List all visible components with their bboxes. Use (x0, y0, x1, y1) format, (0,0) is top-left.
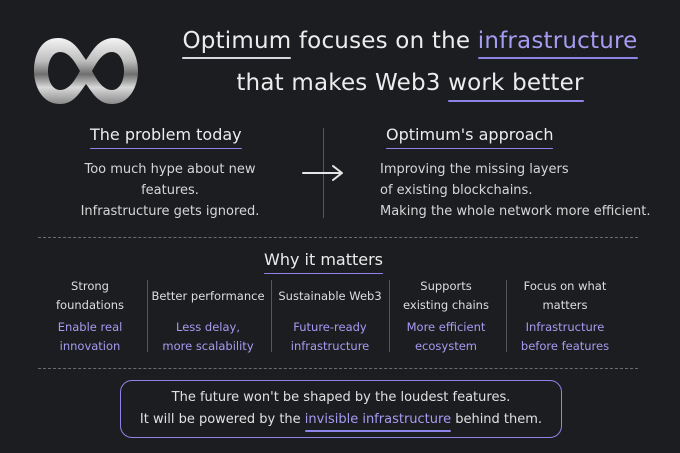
why-title: Why it matters (264, 250, 384, 274)
dashed-divider-bottom (38, 368, 638, 369)
why-item-label: Focus on what matters (505, 277, 625, 315)
column-divider (506, 280, 507, 352)
closing-highlight: invisible infrastructure (304, 412, 452, 432)
column-divider (389, 280, 390, 352)
why-item-sub: Future-ready infrastructure (270, 318, 390, 356)
why-sub-line: ecosystem (414, 339, 477, 353)
why-label-line: foundations (55, 298, 125, 312)
headline-brand: Optimum (182, 28, 292, 59)
why-item-better-performance: Better performance Less delay, more scal… (148, 277, 268, 353)
why-sub-line: Less delay, (176, 320, 240, 334)
closing-line-1: The future won't be shaped by the loudes… (171, 390, 511, 405)
why-label-line: Strong (71, 279, 109, 293)
why-sub-line: Future-ready (293, 320, 367, 334)
closing-box (120, 380, 562, 438)
why-item-sub: Less delay, more scalability (148, 318, 268, 356)
headline-mid: focuses on the (291, 28, 478, 54)
why-label-line: matters (542, 298, 588, 312)
headline-line-1: Optimum focuses on the infrastructure (150, 28, 670, 59)
why-sub-line: before features (520, 339, 610, 353)
closing-line-2: It will be powered by the invisible infr… (120, 412, 562, 432)
approach-line-2: of existing blockchains. (380, 183, 533, 198)
why-label-line: Focus on what (523, 279, 607, 293)
why-label-line: Supports (420, 279, 472, 293)
approach-title: Optimum's approach (386, 125, 554, 149)
headline-infrastructure: infrastructure (477, 28, 638, 59)
why-item-focus: Focus on what matters Infrastructure bef… (505, 277, 625, 353)
why-sub-line: Enable real (57, 320, 123, 334)
why-sub-line: innovation (59, 339, 121, 353)
why-label-line: Sustainable Web3 (278, 289, 382, 303)
why-item-label: Sustainable Web3 (270, 277, 390, 306)
approach-line-3: Making the whole network more efficient. (380, 204, 651, 219)
dashed-divider-top (38, 237, 638, 238)
why-item-sustainable-web3: Sustainable Web3 Future-ready infrastruc… (270, 277, 390, 353)
why-item-strong-foundations: Strong foundations Enable real innovatio… (30, 277, 150, 353)
headline-line-2: that makes Web3 work better (150, 70, 670, 102)
right-arrow-icon (302, 165, 343, 181)
problem-text: Too much hype about new features. Infras… (60, 159, 280, 222)
problem-title: The problem today (90, 125, 242, 149)
closing-line2-start: It will be powered by the (139, 412, 305, 427)
why-item-sub: More efficient ecosystem (386, 318, 506, 356)
approach-line-1: Improving the missing layers (380, 162, 569, 177)
why-item-label: Better performance (148, 277, 268, 306)
why-item-sub: Infrastructure before features (505, 318, 625, 356)
why-item-label: Strong foundations (30, 277, 150, 315)
column-divider (271, 280, 272, 352)
why-item-supports-chains: Supports existing chains More efficient … (386, 277, 506, 353)
why-item-label: Supports existing chains (386, 277, 506, 315)
why-sub-line: More efficient (406, 320, 486, 334)
approach-text: Improving the missing layers of existing… (380, 159, 670, 222)
why-label-line: Better performance (151, 289, 265, 303)
why-sub-line: Infrastructure (525, 320, 605, 334)
column-divider (147, 280, 148, 352)
why-item-sub: Enable real innovation (30, 318, 150, 356)
problem-line-1: Too much hype about new features. (84, 162, 256, 198)
why-sub-line: infrastructure (290, 339, 370, 353)
why-label-line: existing chains (403, 298, 489, 312)
why-sub-line: more scalability (162, 339, 254, 353)
optimum-logo (34, 38, 138, 104)
headline-work-better: work better (448, 70, 584, 102)
problem-line-2: Infrastructure gets ignored. (80, 204, 260, 219)
closing-line2-end: behind them. (451, 412, 543, 427)
headline-line2-start: that makes Web3 (236, 70, 449, 96)
